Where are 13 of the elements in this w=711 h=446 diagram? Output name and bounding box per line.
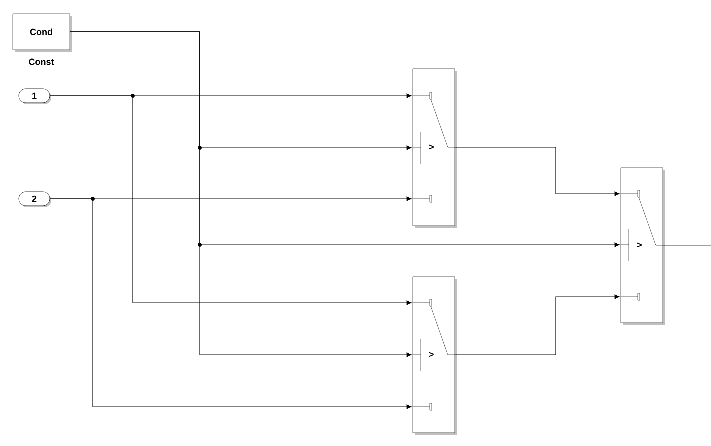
signal-line: [662, 245, 711, 246]
inport-block: 2: [18, 192, 52, 208]
inport-block: 1: [18, 88, 52, 104]
signal-line: [454, 147, 620, 196]
signal-line: [50, 96, 412, 306]
constant-block: Cond: [12, 14, 72, 52]
signal-line: [50, 198, 412, 410]
block-label: Const: [29, 58, 54, 66]
signal-line: [454, 294, 620, 356]
switch-block: >: [620, 168, 666, 326]
switch-block: >: [412, 276, 458, 436]
signal-line: [70, 32, 412, 358]
switch-block: >: [412, 68, 458, 228]
